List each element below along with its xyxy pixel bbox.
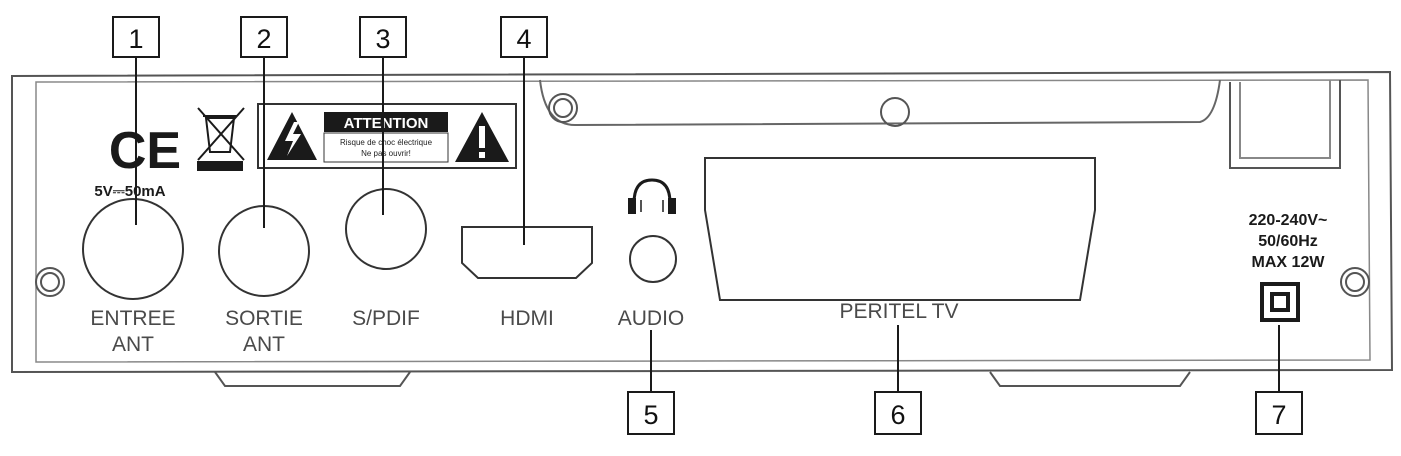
warning-title: ATTENTION — [344, 115, 429, 132]
chassis-foot-left — [214, 371, 411, 387]
callout-2: 2 — [240, 16, 288, 58]
callout-7-number: 7 — [1271, 400, 1286, 430]
weee-bin-icon — [197, 107, 245, 171]
port-labels: ENTREE ANT SORTIE ANT S/PDIF HDMI AUDIO … — [90, 300, 958, 356]
screw-left — [35, 267, 65, 297]
callout-6-number: 6 — [890, 400, 905, 430]
peritel-port — [704, 157, 1096, 301]
chassis-inner — [35, 79, 1371, 363]
headphones-icon — [628, 178, 676, 214]
chassis-top-recess — [539, 79, 1221, 127]
double-insulation-icon — [1260, 282, 1300, 322]
peritel-label: PERITEL TV — [839, 300, 958, 323]
exclamation-warning-icon — [455, 112, 509, 162]
callout-7: 7 — [1255, 391, 1303, 435]
screw-holes — [35, 93, 1370, 297]
entree-label-line2: ANT — [112, 333, 154, 356]
power-line1: 220-240V~ — [1249, 212, 1328, 229]
screw-top-middle — [880, 97, 910, 127]
callout-4: 4 — [500, 16, 548, 58]
warning-label: ATTENTION Risque de choc électrique Ne p… — [257, 103, 517, 169]
chassis-foot-right — [989, 371, 1191, 387]
power-bracket-inner — [1239, 80, 1331, 159]
power-bracket — [1229, 80, 1341, 169]
chassis — [11, 70, 1394, 387]
warning-text-box — [323, 132, 449, 163]
power-line3: MAX 12W — [1252, 254, 1326, 271]
callout-6: 6 — [874, 391, 922, 435]
callout-1-number: 1 — [128, 24, 143, 54]
spdif-port — [345, 188, 427, 270]
entree-ant-port — [82, 198, 184, 300]
lightning-warning-icon — [267, 112, 317, 160]
screw-right — [1340, 267, 1370, 297]
callout-5: 5 — [627, 391, 675, 435]
ce-mark-text: CE — [109, 122, 181, 180]
power-rating: 220-240V~ 50/60Hz MAX 12W — [1249, 212, 1328, 271]
callout-2-number: 2 — [256, 24, 271, 54]
screw-top-left — [548, 93, 578, 123]
callout-1: 1 — [112, 16, 160, 58]
callout-3: 3 — [359, 16, 407, 58]
ports — [82, 157, 1096, 301]
hdmi-label: HDMI — [500, 307, 554, 330]
sortie-label-line2: ANT — [243, 333, 285, 356]
callout-3-number: 3 — [375, 24, 390, 54]
ce-mark-icon: CE — [109, 122, 181, 180]
audio-label: AUDIO — [618, 307, 685, 330]
warning-line1: Risque de choc électrique — [340, 138, 433, 147]
sortie-label-line1: SORTIE — [225, 307, 303, 330]
hdmi-port — [461, 226, 593, 279]
audio-port — [629, 235, 677, 283]
power-line2: 50/60Hz — [1258, 233, 1318, 250]
callout-5-number: 5 — [643, 400, 658, 430]
entree-label-line1: ENTREE — [90, 307, 175, 330]
callouts: 1 2 3 4 5 6 7 — [112, 16, 1303, 435]
spdif-label: S/PDIF — [352, 307, 420, 330]
chassis-outer — [11, 70, 1394, 374]
warning-title-bar — [324, 112, 448, 132]
warning-line2: Ne pas ouvrir! — [361, 149, 411, 158]
leader-lines — [135, 57, 1280, 392]
callout-4-number: 4 — [516, 24, 531, 54]
current-rating-text: 5V⎓50mA — [94, 183, 165, 200]
